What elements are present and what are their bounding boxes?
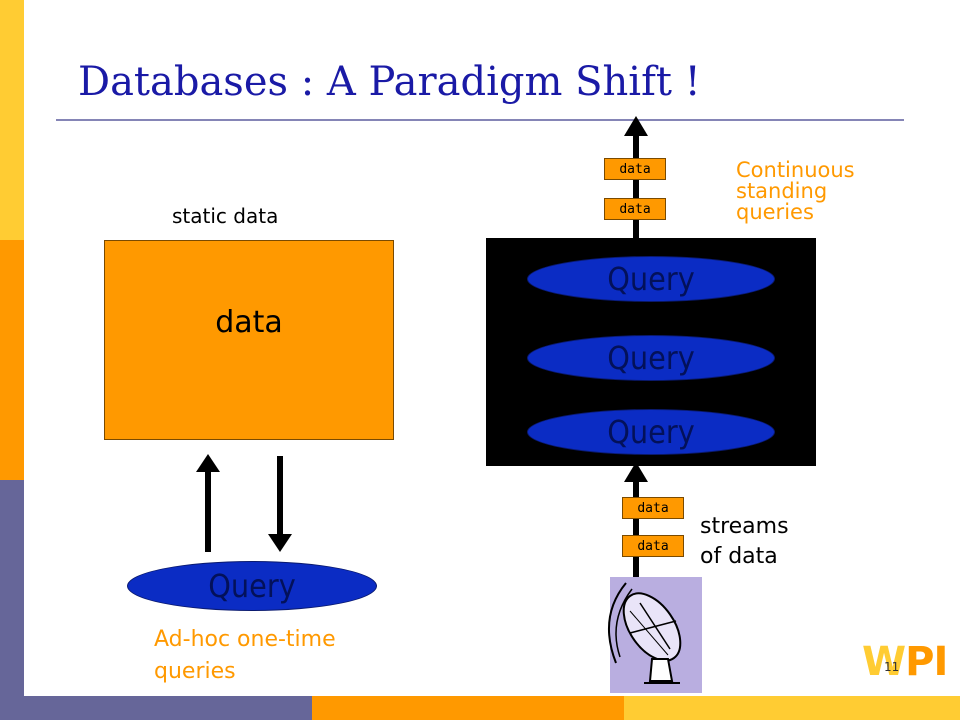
output-arrow-up-icon: [624, 116, 648, 136]
slide-title: Databases : A Paradigm Shift !: [78, 59, 701, 105]
arrow-up-icon: [196, 454, 220, 552]
streams-line2: of data: [700, 544, 778, 569]
input-arrow-up-icon: [624, 462, 648, 482]
standing-query-ellipse: Query: [527, 335, 775, 381]
standing-query-ellipse: Query: [527, 256, 775, 302]
continuous-queries-caption: Continuous standing queries: [736, 160, 855, 223]
footer-band-purple: [0, 696, 312, 720]
query-data-arrows: [196, 454, 292, 552]
adhoc-caption: Ad-hoc one-time queries: [154, 624, 336, 688]
continuous-line2: standing: [736, 179, 828, 203]
adhoc-caption-line1: Ad-hoc one-time: [154, 627, 336, 652]
wpi-logo: WPI: [862, 639, 948, 685]
title-divider: [56, 119, 904, 121]
output-data-chip: data: [604, 198, 666, 220]
adhoc-caption-line2: queries: [154, 659, 236, 684]
static-data-label: static data: [172, 204, 279, 228]
output-data-chip: data: [604, 158, 666, 180]
continuous-line1: Continuous: [736, 158, 855, 182]
logo-letter-i: I: [933, 639, 948, 685]
arrow-down-icon: [268, 456, 292, 552]
adhoc-query-ellipse: Query: [127, 561, 377, 611]
footer-band-yellow: [624, 696, 960, 720]
static-data-box: data: [104, 240, 394, 440]
input-data-chip: data: [622, 535, 684, 557]
logo-letter-p: P: [905, 639, 934, 685]
left-band-purple: [0, 480, 24, 720]
footer-band-orange: [312, 696, 624, 720]
continuous-line3: queries: [736, 200, 814, 224]
page-number: 11: [884, 660, 900, 674]
left-band-orange: [0, 240, 24, 480]
standing-query-label: Query: [607, 260, 695, 298]
streams-line1: streams: [700, 514, 789, 539]
left-band-yellow: [0, 0, 24, 240]
satellite-dish-icon: [607, 582, 682, 684]
static-data-box-label: data: [215, 304, 283, 340]
standing-query-label: Query: [607, 339, 695, 377]
logo-letter-w: W: [862, 639, 906, 685]
stream-pipe: [624, 116, 648, 578]
streams-caption: streams of data: [700, 512, 789, 572]
adhoc-query-label: Query: [208, 567, 296, 605]
standing-query-ellipse: Query: [527, 409, 775, 455]
standing-query-label: Query: [607, 413, 695, 451]
input-data-chip: data: [622, 497, 684, 519]
